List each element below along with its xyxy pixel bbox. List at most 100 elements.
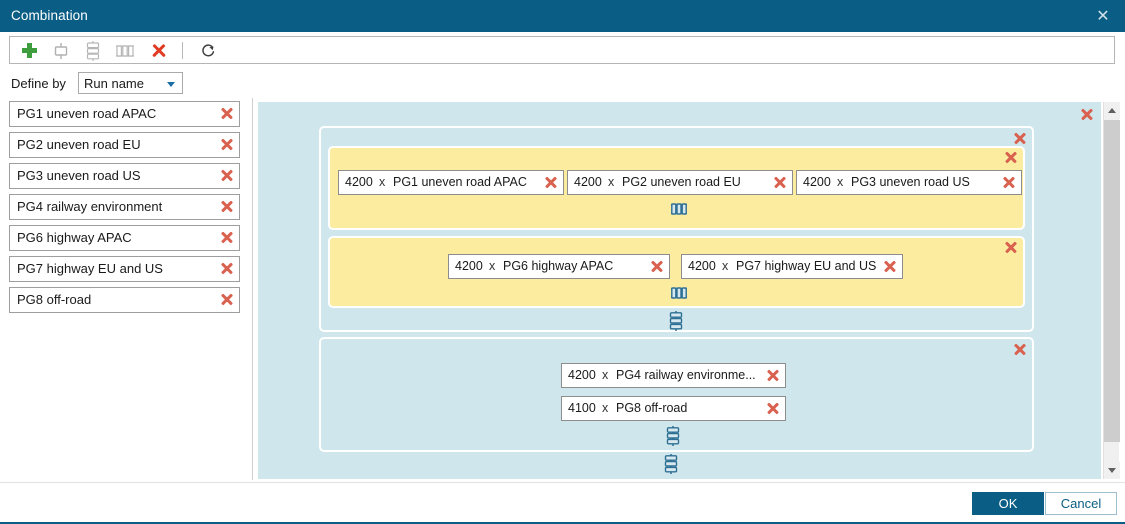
run-name: PG1 uneven road APAC: [393, 175, 527, 189]
scroll-up-arrow-icon[interactable]: [1104, 102, 1120, 119]
window-title: Combination: [11, 8, 88, 23]
series-icon[interactable]: [666, 426, 682, 446]
define-by-label: Define by: [11, 76, 66, 91]
list-item[interactable]: PG7 highway EU and US: [9, 256, 240, 282]
close-icon[interactable]: ✕: [1096, 8, 1110, 25]
list-item-label: PG4 railway environment: [17, 199, 163, 214]
multiplier-symbol: x: [837, 175, 844, 189]
define-by-value: Run name: [84, 76, 144, 91]
list-item[interactable]: PG6 highway APAC: [9, 225, 240, 251]
list-item[interactable]: PG2 uneven road EU: [9, 132, 240, 158]
canvas-scrollbar[interactable]: [1103, 102, 1120, 479]
window-title-bar: Combination ✕: [0, 0, 1125, 32]
x-remove-icon[interactable]: [1080, 108, 1093, 121]
series-icon[interactable]: [664, 454, 680, 474]
ok-button[interactable]: OK: [972, 492, 1044, 515]
run-box[interactable]: 4100 x PG8 off-road: [561, 396, 786, 421]
run-count[interactable]: 4200: [568, 368, 596, 382]
run-box[interactable]: 4200 x PG4 railway environme...: [561, 363, 786, 388]
run-name: PG4 railway environme...: [616, 368, 756, 382]
x-remove-icon[interactable]: [1013, 343, 1026, 356]
multiplier-symbol: x: [489, 259, 496, 273]
x-remove-icon[interactable]: [883, 260, 896, 273]
run-name: PG2 uneven road EU: [622, 175, 741, 189]
x-red-icon: [152, 44, 166, 58]
run-count[interactable]: 4100: [568, 401, 596, 415]
list-item-label: PG3 uneven road US: [17, 168, 141, 183]
multiplier-symbol: x: [602, 368, 609, 382]
scroll-down-arrow-icon[interactable]: [1104, 462, 1120, 479]
list-item[interactable]: PG8 off-road: [9, 287, 240, 313]
list-item-label: PG7 highway EU and US: [17, 261, 163, 276]
x-remove-icon[interactable]: [773, 176, 786, 189]
x-remove-icon[interactable]: [220, 138, 233, 151]
parallel-icon[interactable]: [670, 285, 687, 305]
run-count[interactable]: 4200: [688, 259, 716, 273]
group-yellow-2[interactable]: 4200 x PG6 highway APAC 4200 x PG7 highw…: [328, 236, 1025, 308]
x-remove-icon[interactable]: [766, 369, 779, 382]
x-remove-icon[interactable]: [1013, 132, 1026, 145]
list-item-label: PG1 uneven road APAC: [17, 106, 157, 121]
series-icon[interactable]: [669, 311, 685, 331]
run-count[interactable]: 4200: [455, 259, 483, 273]
chevron-down-icon: [167, 82, 175, 87]
run-box[interactable]: 4200 x PG2 uneven road EU: [567, 170, 793, 195]
multiplier-symbol: x: [379, 175, 386, 189]
run-box[interactable]: 4200 x PG1 uneven road APAC: [338, 170, 564, 195]
window-bottom-rule: [0, 522, 1125, 524]
list-item-label: PG6 highway APAC: [17, 230, 132, 245]
x-remove-icon[interactable]: [220, 293, 233, 306]
define-by-select[interactable]: Run name: [78, 72, 183, 94]
parallel-icon: [116, 44, 134, 57]
list-item[interactable]: PG3 uneven road US: [9, 163, 240, 189]
delete-button[interactable]: [146, 39, 172, 62]
group-blue-2[interactable]: 4200 x PG4 railway environme... 4100 x P…: [319, 337, 1034, 452]
run-count[interactable]: 4200: [803, 175, 831, 189]
x-remove-icon[interactable]: [220, 169, 233, 182]
x-remove-icon[interactable]: [766, 402, 779, 415]
combination-canvas: 4200 x PG1 uneven road APAC 4200 x PG2 u…: [258, 102, 1101, 479]
run-box[interactable]: 4200 x PG3 uneven road US: [796, 170, 1022, 195]
parallel-icon[interactable]: [670, 201, 687, 221]
x-remove-icon[interactable]: [1004, 151, 1017, 164]
x-remove-icon[interactable]: [544, 176, 557, 189]
list-item-label: PG8 off-road: [17, 292, 92, 307]
run-box[interactable]: 4200 x PG7 highway EU and US: [681, 254, 903, 279]
x-remove-icon[interactable]: [1004, 241, 1017, 254]
list-item[interactable]: PG4 railway environment: [9, 194, 240, 220]
x-remove-icon[interactable]: [220, 231, 233, 244]
x-remove-icon[interactable]: [650, 260, 663, 273]
multiplier-symbol: x: [722, 259, 729, 273]
x-remove-icon[interactable]: [220, 200, 233, 213]
series-button[interactable]: [80, 39, 106, 62]
list-item[interactable]: PG1 uneven road APAC: [9, 101, 240, 127]
run-count[interactable]: 4200: [574, 175, 602, 189]
cancel-button[interactable]: Cancel: [1045, 492, 1117, 515]
x-remove-icon[interactable]: [1002, 176, 1015, 189]
triangle-down-icon: [1108, 468, 1116, 473]
x-remove-icon[interactable]: [220, 107, 233, 120]
toolbar: [9, 36, 1115, 64]
run-name: PG3 uneven road US: [851, 175, 970, 189]
run-name: PG6 highway APAC: [503, 259, 614, 273]
run-name: PG7 highway EU and US: [736, 259, 877, 273]
multiplier-symbol: x: [602, 401, 609, 415]
group-yellow-1[interactable]: 4200 x PG1 uneven road APAC 4200 x PG2 u…: [328, 146, 1025, 230]
scrollbar-thumb[interactable]: [1104, 120, 1120, 442]
run-name: PG8 off-road: [616, 401, 688, 415]
plus-icon: [21, 43, 37, 58]
add-button[interactable]: [16, 39, 42, 62]
run-list-panel: PG1 uneven road APAC PG2 uneven road EU …: [9, 101, 249, 477]
single-element-button[interactable]: [48, 39, 74, 62]
parallel-button[interactable]: [112, 39, 138, 62]
refresh-button[interactable]: [195, 39, 221, 62]
run-box[interactable]: 4200 x PG6 highway APAC: [448, 254, 670, 279]
multiplier-symbol: x: [608, 175, 615, 189]
panel-divider: [252, 98, 253, 480]
x-remove-icon[interactable]: [220, 262, 233, 275]
group-blue-1[interactable]: 4200 x PG1 uneven road APAC 4200 x PG2 u…: [319, 126, 1034, 332]
series-icon: [86, 40, 100, 61]
single-element-icon: [54, 42, 68, 59]
toolbar-separator: [182, 42, 183, 59]
run-count[interactable]: 4200: [345, 175, 373, 189]
